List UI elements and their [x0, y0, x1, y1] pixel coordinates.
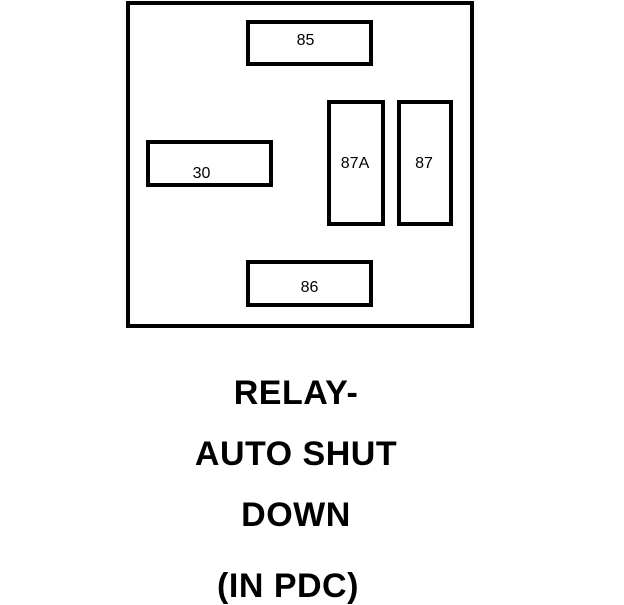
- terminal-87a-label: 87A: [340, 155, 370, 172]
- caption-line-2: AUTO SHUT: [194, 435, 398, 473]
- terminal-86-label: 86: [300, 278, 319, 296]
- terminal-86: 86: [246, 260, 373, 307]
- terminal-87: 87: [397, 100, 453, 226]
- terminal-87a: 87A: [327, 100, 385, 226]
- caption-line-3: DOWN: [241, 496, 351, 534]
- caption-line-4: (IN PDC): [217, 567, 359, 605]
- terminal-85: 85: [246, 20, 373, 66]
- terminal-87-label: 87: [415, 155, 433, 172]
- caption-line-1: RELAY-: [233, 374, 359, 412]
- terminal-30: 30: [146, 140, 273, 187]
- terminal-85-label: 85: [296, 32, 315, 49]
- relay-outline: [126, 1, 474, 328]
- terminal-30-label: 30: [192, 164, 211, 182]
